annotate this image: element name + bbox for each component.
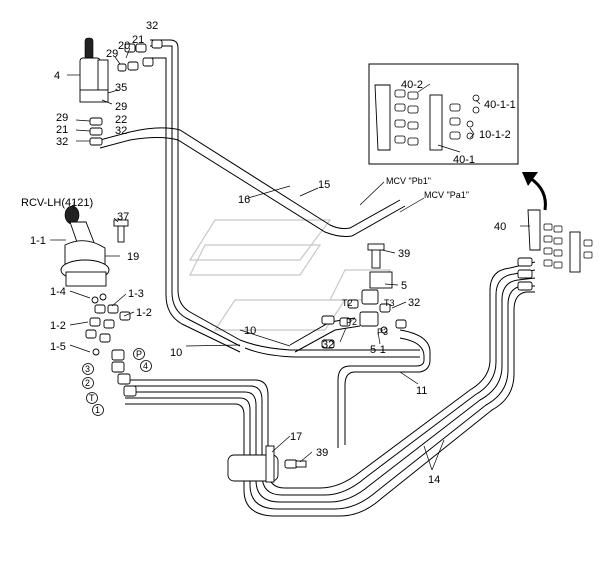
label-t2: T2 [342, 298, 353, 308]
port-1: 1 [95, 405, 100, 415]
valve-block-5 [321, 243, 407, 349]
label-39: 39 [316, 447, 328, 459]
label-29: 29 [56, 112, 68, 124]
label-39: 39 [398, 248, 410, 260]
label-11: 11 [416, 385, 427, 397]
leader-lines [50, 47, 530, 471]
label-1-2: 1-2 [136, 307, 152, 319]
label-5: 5 [401, 280, 407, 292]
label-32: 32 [56, 136, 68, 148]
label-1-4: 1-4 [50, 286, 66, 298]
label-32: 32 [322, 339, 334, 351]
label-10: 10 [170, 347, 182, 359]
label-1-5: 1-5 [50, 341, 66, 353]
label-t3: T3 [384, 298, 395, 308]
label-37: 37 [117, 211, 129, 223]
label-40-2: 40-2 [401, 79, 423, 91]
port-4: 4 [143, 361, 148, 371]
port-p: P [136, 349, 142, 359]
label-1-3: 1-3 [128, 288, 144, 300]
label-1-2: 1-2 [50, 320, 66, 332]
label-32: 32 [146, 20, 158, 32]
port-2: 2 [85, 378, 90, 388]
label-16: 16 [238, 194, 250, 206]
manifold-block-40 [517, 209, 593, 291]
label-32: 32 [115, 125, 127, 137]
label-21: 21 [132, 34, 144, 46]
label-10: 10 [244, 325, 256, 337]
fittings-cluster [85, 293, 137, 397]
label-40: 40 [494, 221, 506, 233]
label-p3: P3 [377, 327, 388, 337]
label-22: 22 [115, 114, 127, 126]
label-rcv-lh: RCV-LH(4121) [21, 197, 93, 209]
watermark-logo [188, 219, 392, 331]
label-10-1-2: 10-1-2 [479, 129, 511, 141]
label-20: 20 [118, 40, 130, 52]
label-mcv-pa1: MCV "Pa1" [424, 190, 469, 200]
label-40-1-1: 40-1-1 [484, 99, 516, 111]
pipe-bundle-upper [99, 39, 406, 353]
label-21: 21 [56, 124, 68, 136]
callout-arrow [522, 172, 547, 211]
port-circles [82, 348, 152, 416]
label-17: 17 [290, 431, 302, 443]
bolt-39-lower [284, 459, 307, 469]
label-4: 4 [54, 70, 60, 82]
label-p2: P2 [346, 317, 357, 327]
label-1-1: 1-1 [30, 235, 46, 247]
part-labels: 4 20 21 32 29 35 29 29 22 21 32 32 16 15… [21, 20, 516, 486]
label-15: 15 [318, 179, 330, 191]
label-29: 29 [106, 48, 118, 60]
label-19: 19 [127, 251, 139, 263]
label-mcv-pb1: MCV "Pb1" [386, 176, 431, 186]
port-3: 3 [85, 364, 90, 374]
label-40-1: 40-1 [453, 154, 475, 166]
label-29: 29 [115, 101, 127, 113]
detail-inset-box [368, 63, 519, 165]
pipe-bundle-lower [125, 261, 536, 517]
label-5-1: 5-1 [370, 344, 386, 356]
rcv-joystick-assembly [60, 205, 129, 287]
label-35: 35 [115, 82, 127, 94]
label-14: 14 [428, 474, 440, 486]
port-t: T [89, 393, 95, 403]
label-32: 32 [408, 297, 420, 309]
